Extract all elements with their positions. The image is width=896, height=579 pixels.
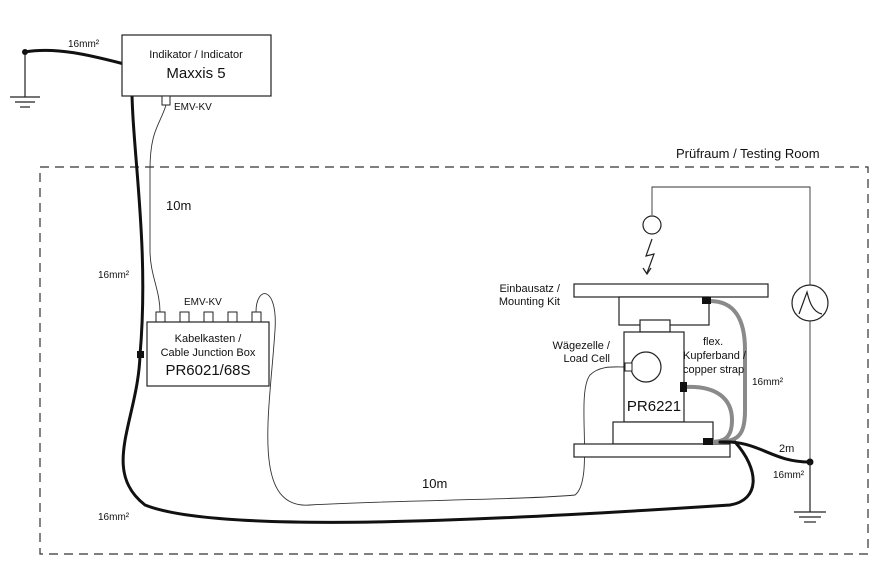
junction-box-connectors (155, 311, 262, 323)
indicator-emv-label: EMV-KV (174, 102, 212, 113)
testing-room-label: Prüfraum / Testing Room (676, 146, 820, 161)
signal-cable-loadcell (255, 293, 626, 506)
junction-box-label-de: Kabelkasten / (175, 333, 243, 345)
load-cell-cable-gland (624, 362, 633, 372)
signal-cable-length-top: 10m (166, 198, 191, 213)
testing-room-border (39, 166, 869, 555)
load-cell-label-de: Wägezelle / (553, 340, 611, 352)
mounting-kit-label-en: Mounting Kit (499, 296, 560, 308)
junction-box-model: PR6021/68S (165, 362, 250, 379)
indicator-label: Indikator / Indicator (149, 49, 243, 61)
cable-cross-section-top-left: 16mm² (68, 39, 100, 50)
junction-box-label-en: Cable Junction Box (161, 347, 256, 359)
indicator-emv-connector (161, 95, 171, 106)
ground-symbol-top-left (10, 52, 40, 108)
junction-box (146, 321, 270, 387)
surge-arrester-wave (798, 289, 823, 315)
load-cell-head (639, 319, 671, 333)
indicator-model: Maxxis 5 (166, 65, 225, 82)
load-cell-connector (630, 351, 662, 383)
ground-cable-right (718, 440, 812, 464)
cable-cross-section-left-mid: 16mm² (98, 270, 130, 281)
surge-source-icon (642, 215, 662, 235)
lightning-arrow-icon (642, 267, 652, 276)
strap-clamp-base (703, 438, 713, 445)
ground-cable-right-cross-section: 16mm² (773, 470, 805, 481)
load-cell-model: PR6221 (627, 398, 681, 415)
mounting-kit-base-plate (573, 443, 731, 458)
copper-strap-cross-section: 16mm² (752, 377, 784, 388)
ground-clamp-junction (137, 351, 144, 358)
mounting-kit-lower-block (612, 421, 714, 445)
signal-cable-indicator (149, 104, 167, 313)
load-cell-label-en: Load Cell (564, 353, 610, 365)
mounting-kit-top-plate (573, 283, 769, 298)
copper-strap-line3: copper strap (683, 364, 744, 376)
copper-strap-line2: Kupferband / (683, 350, 747, 362)
surge-line (651, 186, 811, 285)
mounting-kit-label-de: Einbausatz / (499, 283, 560, 295)
lightning-bolt-icon (645, 238, 655, 274)
indicator-box (121, 34, 272, 97)
signal-cable-length-bottom: 10m (422, 476, 447, 491)
cable-cross-section-bottom-left: 16mm² (98, 512, 130, 523)
strap-clamp-loadcell (680, 382, 687, 392)
copper-strap-line1: flex. (703, 336, 723, 348)
ground-cable-right-length: 2m (779, 443, 794, 455)
ground-symbol-right (794, 462, 826, 523)
strap-clamp-top (702, 297, 711, 304)
junction-box-emv-label: EMV-KV (184, 297, 222, 308)
